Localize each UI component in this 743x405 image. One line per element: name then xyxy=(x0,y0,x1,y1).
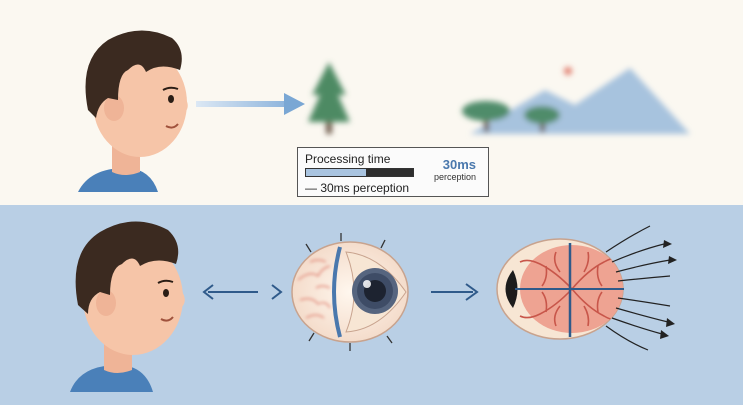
legend-value: 30ms xyxy=(443,157,476,172)
legend-unit: perception xyxy=(434,172,476,182)
processing-time-bar-fill xyxy=(306,169,366,176)
legend-caption: — 30ms perception xyxy=(305,181,409,195)
retina-icon xyxy=(497,239,624,339)
processing-time-legend: Processing time — 30ms perception 30ms p… xyxy=(297,147,489,197)
processing-time-bar xyxy=(305,168,414,177)
legend-title: Processing time xyxy=(305,152,390,166)
